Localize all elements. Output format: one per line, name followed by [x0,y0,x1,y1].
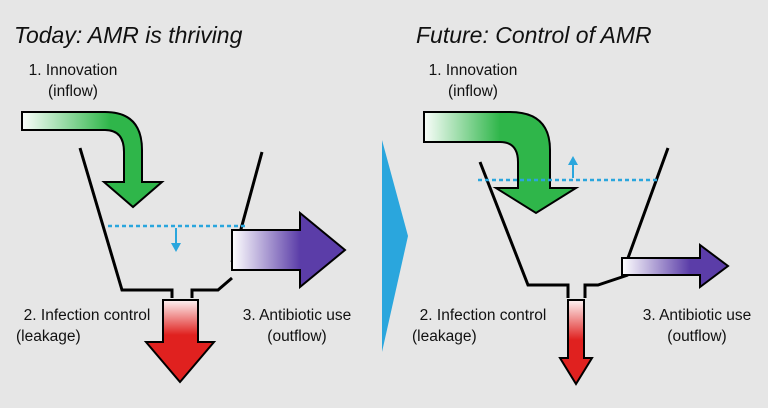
left-panel-title: Today: AMR is thriving [14,22,243,48]
right-antibiotic-label: 3. Antibiotic use (outflow) [632,305,762,347]
left-antibiotic-line2: (outflow) [267,328,327,345]
left-inflow-arrow [21,111,165,209]
left-outflow-arrow [231,210,347,290]
left-infection-line1: 2. Infection control [23,307,151,324]
right-infection-label: 2. Infection control (leakage) [408,305,558,347]
divider-triangle-icon [382,140,408,352]
left-antibiotic-line1: 3. Antibiotic use [242,307,352,324]
right-inflow-arrow [423,111,580,215]
right-infection-line1: 2. Infection control [419,307,547,324]
left-funnel-left-wall [78,147,174,298]
right-funnel-right-wall [583,147,670,298]
right-innovation-label: 1. Innovation (inflow) [418,60,528,102]
left-leakage-arrow [143,299,217,384]
left-innovation-line1: 1. Innovation [28,62,118,79]
left-innovation-label: 1. Innovation (inflow) [18,60,128,102]
right-leakage-arrow [558,299,594,386]
left-infection-label: 2. Infection control (leakage) [12,305,162,347]
left-level-down-arrow-icon [171,243,181,252]
left-antibiotic-label: 3. Antibiotic use (outflow) [232,305,362,347]
left-innovation-line2: (inflow) [48,83,98,100]
right-antibiotic-line2: (outflow) [667,328,727,345]
right-antibiotic-line1: 3. Antibiotic use [642,307,752,324]
right-innovation-line2: (inflow) [448,83,498,100]
right-panel-title: Future: Control of AMR [416,22,652,48]
right-outflow-arrow [621,243,730,289]
right-level-up-arrow-icon [568,156,578,165]
left-infection-line2: (leakage) [16,328,81,345]
right-infection-line2: (leakage) [412,328,477,345]
right-innovation-line1: 1. Innovation [428,62,518,79]
right-funnel-left-wall [478,161,570,298]
